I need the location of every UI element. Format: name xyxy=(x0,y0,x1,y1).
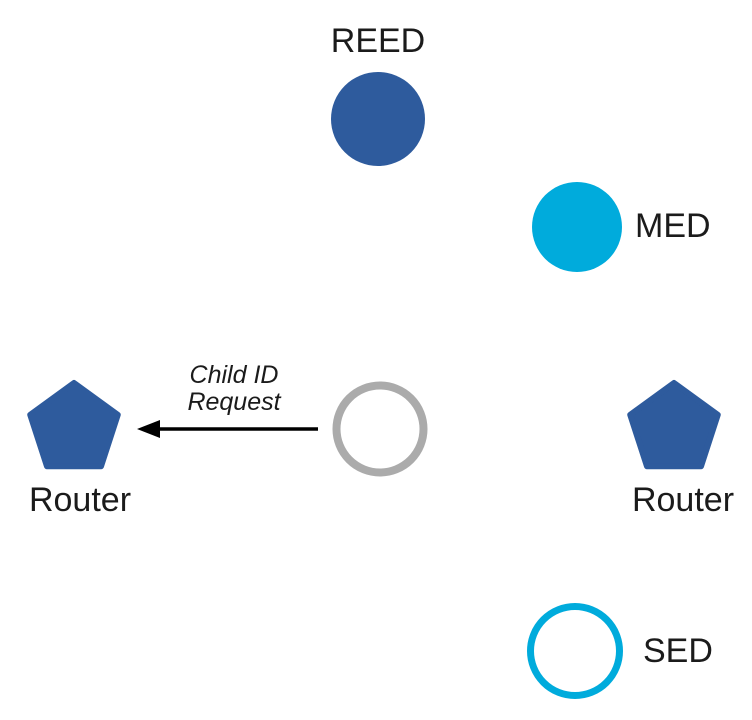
arrowhead-left-icon xyxy=(137,420,160,438)
child-id-request-arrow xyxy=(137,420,318,438)
child-id-request-line2: Request xyxy=(187,388,281,416)
router-right-pentagon-icon xyxy=(627,380,721,470)
med-node-label: MED xyxy=(635,207,711,245)
reed-node-circle xyxy=(331,72,425,166)
router-left-pentagon-icon xyxy=(27,380,121,470)
router-right-node-label: Router xyxy=(631,481,735,519)
sed-node-label: SED xyxy=(643,632,713,670)
sed-node-circle xyxy=(527,603,623,699)
joining-node-circle xyxy=(332,381,428,477)
router-left-node-label: Router xyxy=(28,481,132,519)
med-node-circle xyxy=(532,182,622,272)
reed-node-label: REED xyxy=(330,22,426,60)
child-id-request-line1: Child ID xyxy=(189,361,279,389)
child-id-request-label: Child ID Request xyxy=(134,362,334,416)
